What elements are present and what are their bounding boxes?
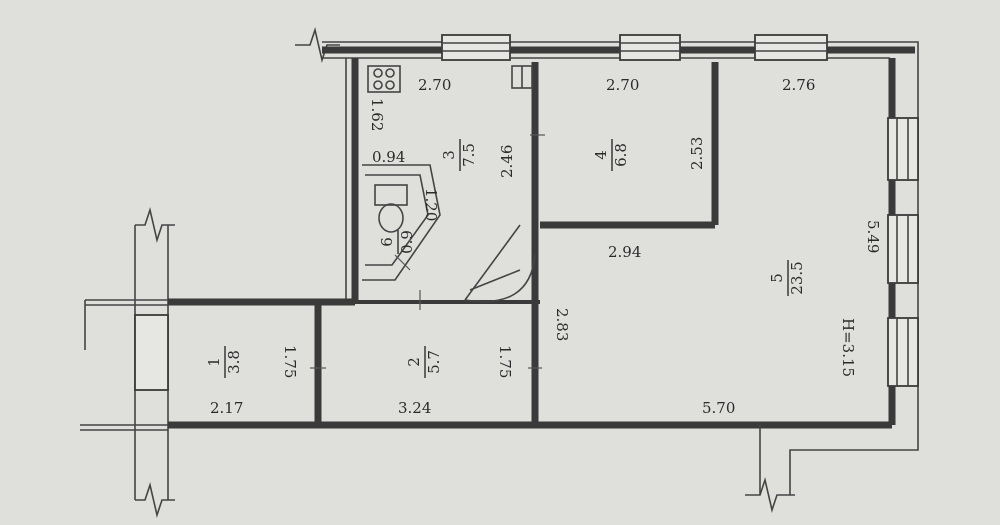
room-4-number: 4 [592, 150, 610, 160]
dim-top-left: 2.70 [418, 76, 451, 94]
dim-room4-right: 2.53 [688, 137, 706, 170]
dim-hall-right: 2.83 [553, 308, 571, 341]
toilet-icon [374, 184, 408, 233]
dim-kitchen-right: 2.46 [498, 145, 516, 178]
room-6-area: 0.9 [398, 230, 416, 254]
room-2-number: 2 [405, 357, 423, 367]
door-swing [464, 224, 536, 303]
room-4-area: 6.8 [612, 143, 630, 167]
room-6-number: 6 [378, 237, 396, 247]
room-4-label: 4 6.8 [592, 139, 630, 171]
dim-bath-width: 0.94 [372, 148, 405, 166]
dim-wc-side: 1.20 [422, 188, 440, 221]
entrance-lines [80, 299, 168, 431]
stove-icon [367, 65, 401, 93]
dim-room2-side: 1.75 [496, 345, 514, 378]
room-5-number: 5 [768, 273, 786, 283]
windows [134, 34, 919, 391]
dim-room5-side: 5.49 [864, 220, 882, 253]
room-3-label: 3 7.5 [440, 139, 478, 171]
room-5-label: 5 23.5 [768, 260, 806, 296]
room-6-label: 6 0.9 [378, 230, 416, 254]
sink-icon [511, 65, 533, 89]
dim-room4-bottom: 2.94 [608, 243, 641, 261]
room-3-area: 7.5 [460, 143, 478, 167]
dim-room2-bottom: 3.24 [398, 399, 431, 417]
dim-top-right: 2.76 [782, 76, 815, 94]
wall-ticks [310, 134, 545, 369]
interior-walls [168, 62, 719, 425]
dim-bath-side: 1.62 [368, 98, 386, 131]
room-2-label: 2 5.7 [405, 346, 443, 378]
room-2-area: 5.7 [425, 350, 443, 374]
dim-room1-side: 1.75 [281, 345, 299, 378]
dim-top-mid: 2.70 [606, 76, 639, 94]
room-5-area: 23.5 [788, 261, 806, 294]
room-3-number: 3 [440, 150, 458, 160]
room-1-area: 3.8 [225, 350, 243, 374]
break-lines [135, 27, 795, 518]
dim-room5-bottom: 5.70 [702, 399, 735, 417]
dim-room1-bottom: 2.17 [210, 399, 243, 417]
ceiling-height: H=3.15 [839, 318, 857, 377]
room-1-number: 1 [205, 357, 223, 367]
room-1-label: 1 3.8 [205, 346, 243, 378]
